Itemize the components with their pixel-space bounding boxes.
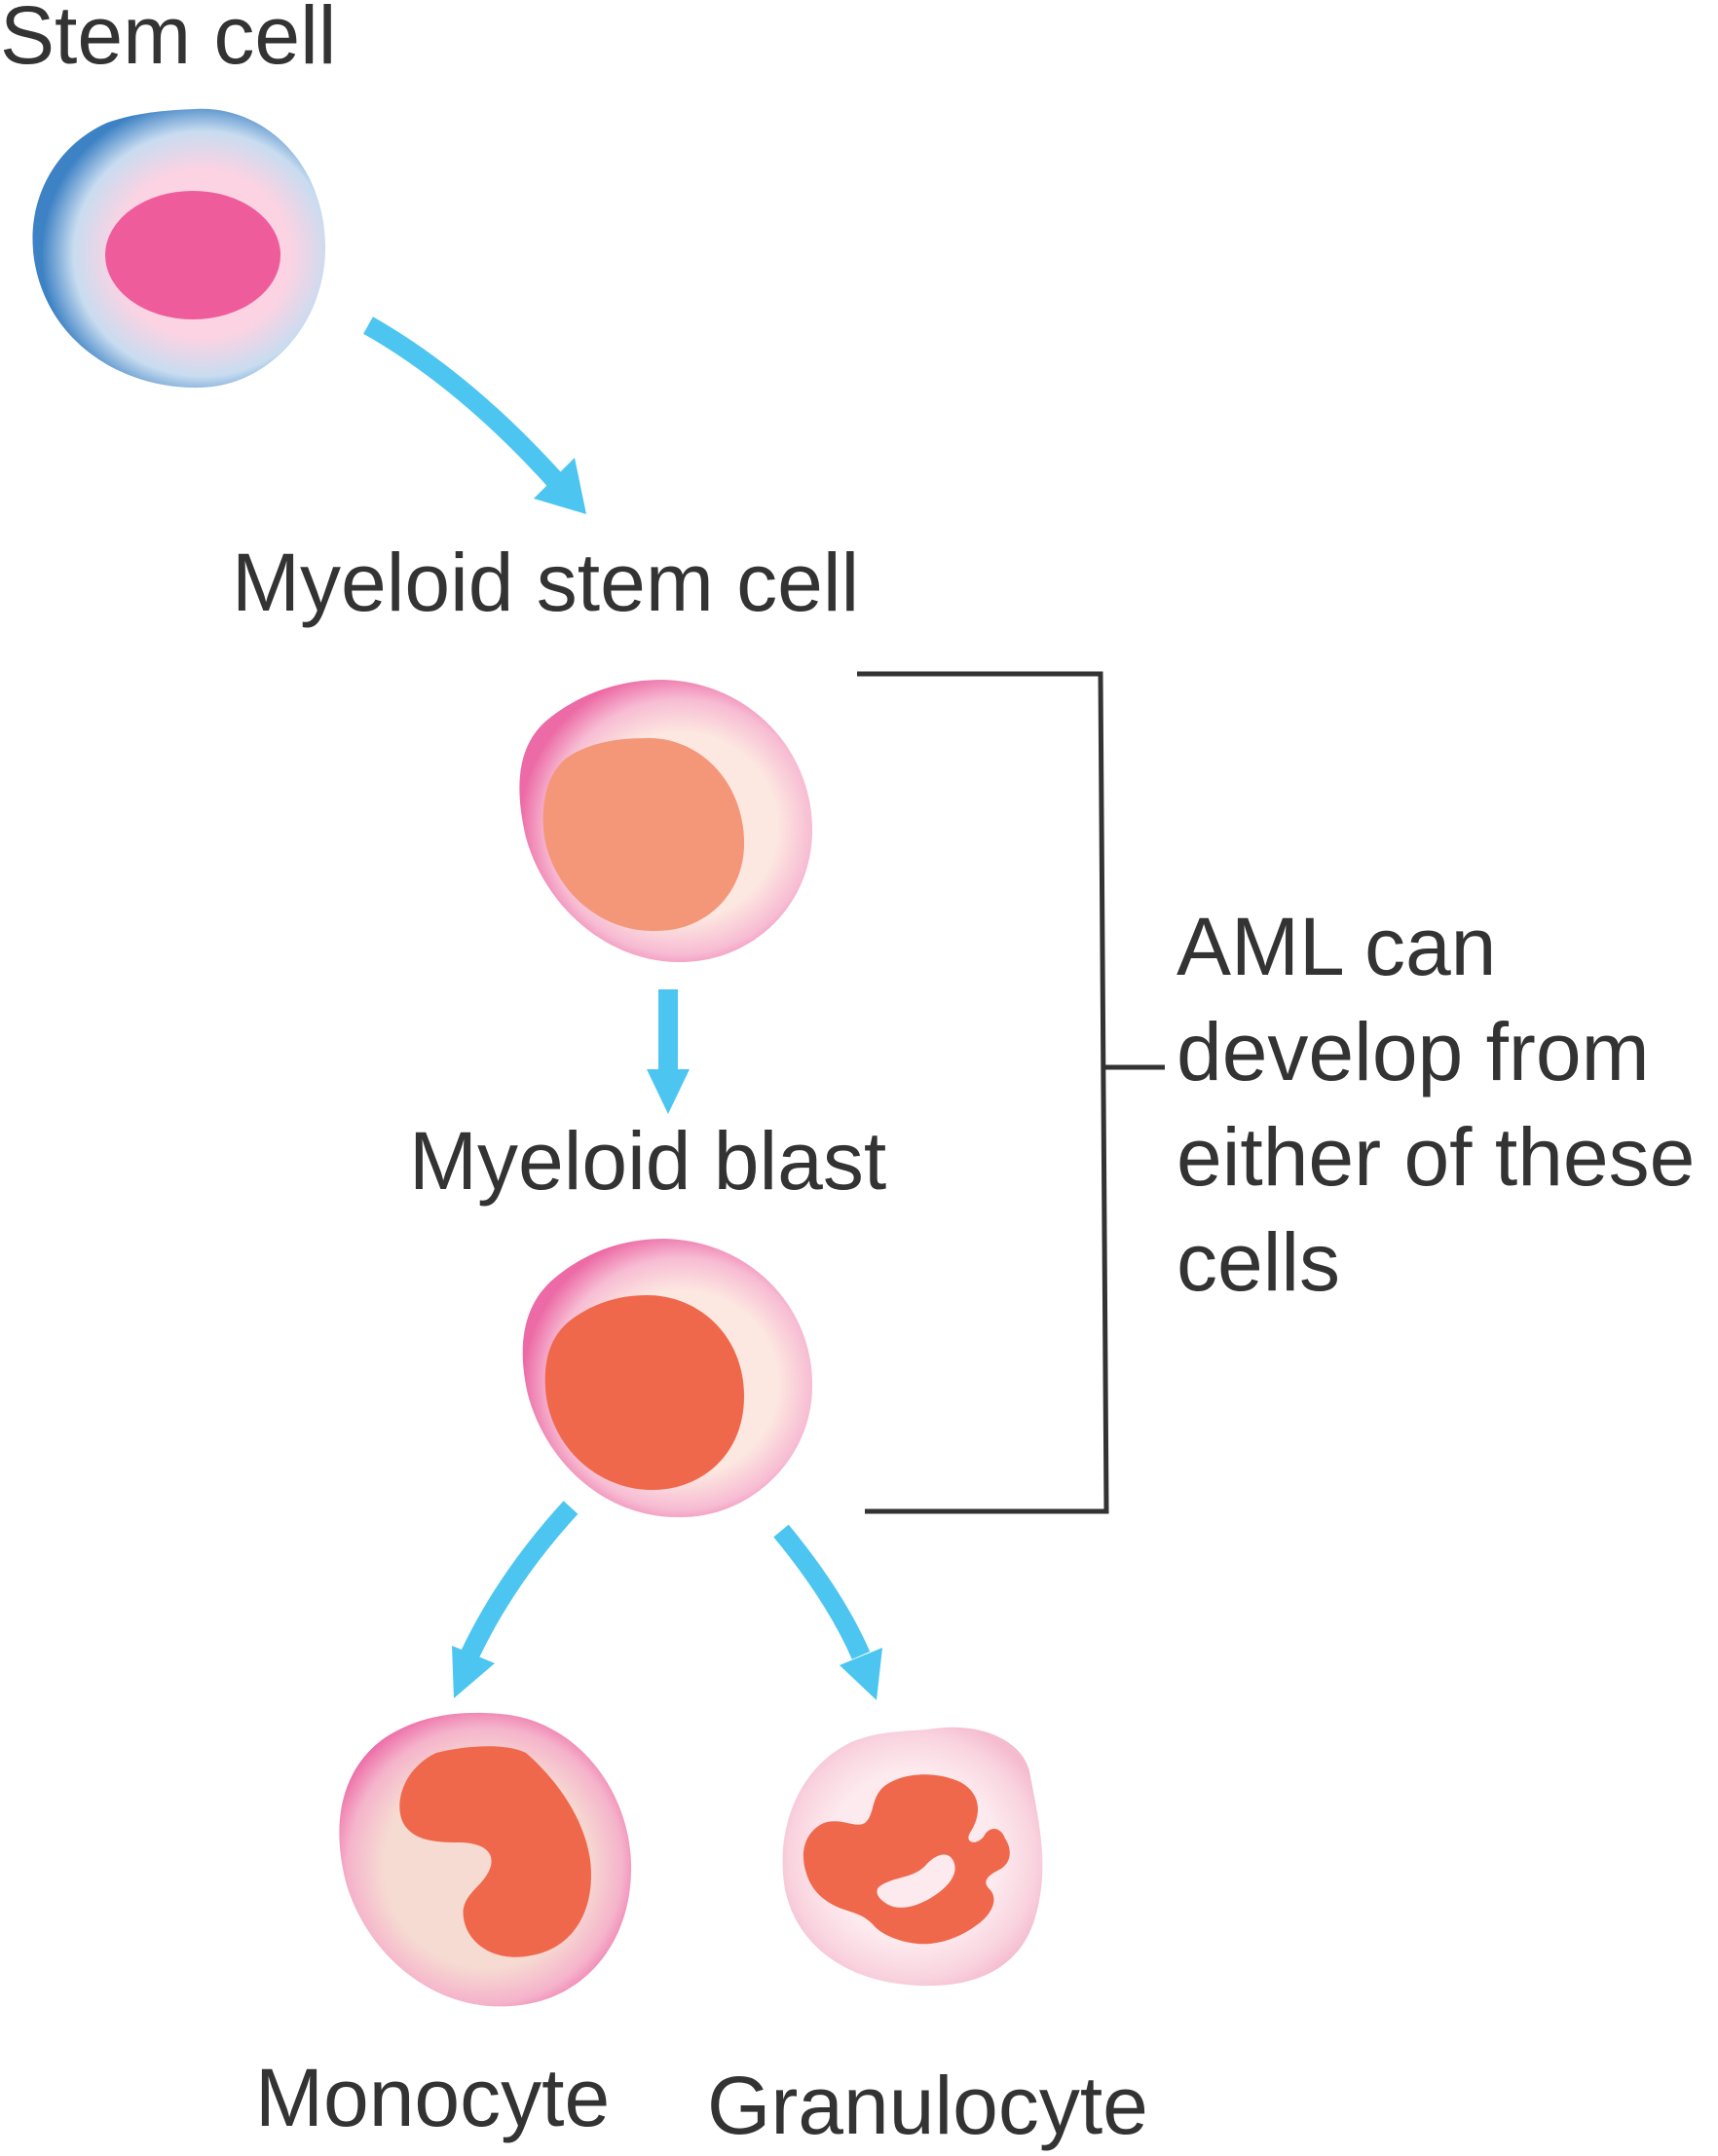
arrow-stem-to-myeloid [363, 316, 586, 514]
aml-annotation-line: cells [1176, 1216, 1341, 1308]
monocyte-label: Monocyte [255, 2052, 611, 2143]
myeloid-blast-label: Myeloid blast [409, 1115, 887, 1207]
stem-cell-label: Stem cell [0, 0, 337, 81]
myeloid-stem-cell-illustration [519, 680, 813, 962]
aml-annotation-line: AML can [1176, 901, 1497, 992]
granulocyte-label: Granulocyte [707, 2060, 1148, 2151]
bracket [857, 671, 1165, 1514]
aml-annotation-line: either of these [1176, 1111, 1696, 1203]
arrow-blast-to-granulocyte [773, 1524, 882, 1700]
arrow-blast-to-monocyte [452, 1501, 579, 1698]
myeloid-stem-cell-label: Myeloid stem cell [232, 537, 860, 628]
stem-cell-nucleus [105, 191, 280, 319]
monocyte-illustration [339, 1712, 632, 2007]
aml-annotation-line: develop from [1176, 1006, 1650, 1097]
granulocyte-illustration [782, 1727, 1043, 1987]
arrow-myeloid-to-blast [647, 989, 690, 1114]
myeloid-blast-illustration [522, 1239, 813, 1518]
granulocyte-nucleus [803, 1774, 1010, 1945]
monocyte-nucleus [399, 1746, 591, 1957]
myeloid-blast-nucleus [544, 1295, 744, 1490]
myeloid-stem-cell-nucleus [542, 737, 745, 932]
aml-annotation: AML can develop from either of these cel… [1176, 894, 1695, 1315]
stem-cell-illustration [32, 108, 326, 389]
granulocyte-nucleus-gap [877, 1854, 955, 1908]
